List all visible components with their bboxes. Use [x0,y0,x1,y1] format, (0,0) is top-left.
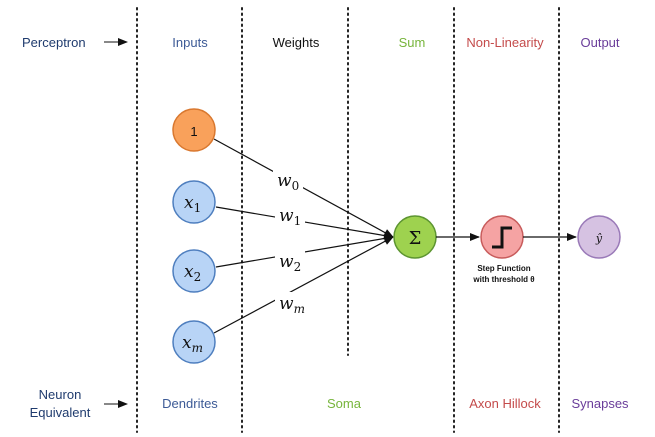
connection-wm [213,236,394,334]
input-x1-label: x1 [184,193,201,215]
inputs-header: Inputs [172,35,208,50]
column-separators [136,7,560,433]
weight-w0: w0 [277,171,299,193]
step-caption-line1: Step Function [477,264,530,273]
input-x2-label: x2 [184,262,201,284]
input-node-xm: xm [172,320,216,364]
weights-header: Weights [273,35,320,50]
footer-row: Neuron Equivalent Dendrites Soma Axon Hi… [30,387,629,420]
output-symbol: ŷ [595,232,603,245]
soma-label: Soma [327,396,362,411]
step-function-node: Step Function with threshold θ [472,215,535,284]
axon-hillock-label: Axon Hillock [469,396,541,411]
sum-header: Sum [399,35,426,50]
bias-input-label: 1 [190,124,197,139]
input-node-x2: x2 [172,249,216,293]
output-header: Output [580,35,619,50]
synapses-label: Synapses [571,396,629,411]
step-caption-line2: with threshold θ [472,275,534,284]
weight-w2: w2 [279,252,301,274]
dendrites-label: Dendrites [162,396,218,411]
weight-w1: w1 [279,206,301,228]
non-linearity-header: Non-Linearity [466,35,544,50]
neuron-row-label-line2: Equivalent [30,405,91,420]
weight-wm: wm [279,294,305,316]
bias-input-node: 1 [172,108,216,152]
sum-node: Σ [393,215,437,259]
neuron-row-label-line1: Neuron [39,387,82,402]
input-xm-label: xm [182,333,203,355]
header-row: Perceptron Inputs Weights Sum Non-Linear… [22,35,620,50]
perceptron-row-label: Perceptron [22,35,86,50]
output-node: ŷ [577,215,621,259]
connection-w0 [213,138,394,238]
input-nodes: 1 x1 x2 xm [172,108,216,364]
weight-labels: w0 w1 w2 wm [273,169,311,316]
step-function-icon [492,226,512,249]
sum-symbol: Σ [409,228,422,249]
input-node-x1: x1 [172,180,216,224]
